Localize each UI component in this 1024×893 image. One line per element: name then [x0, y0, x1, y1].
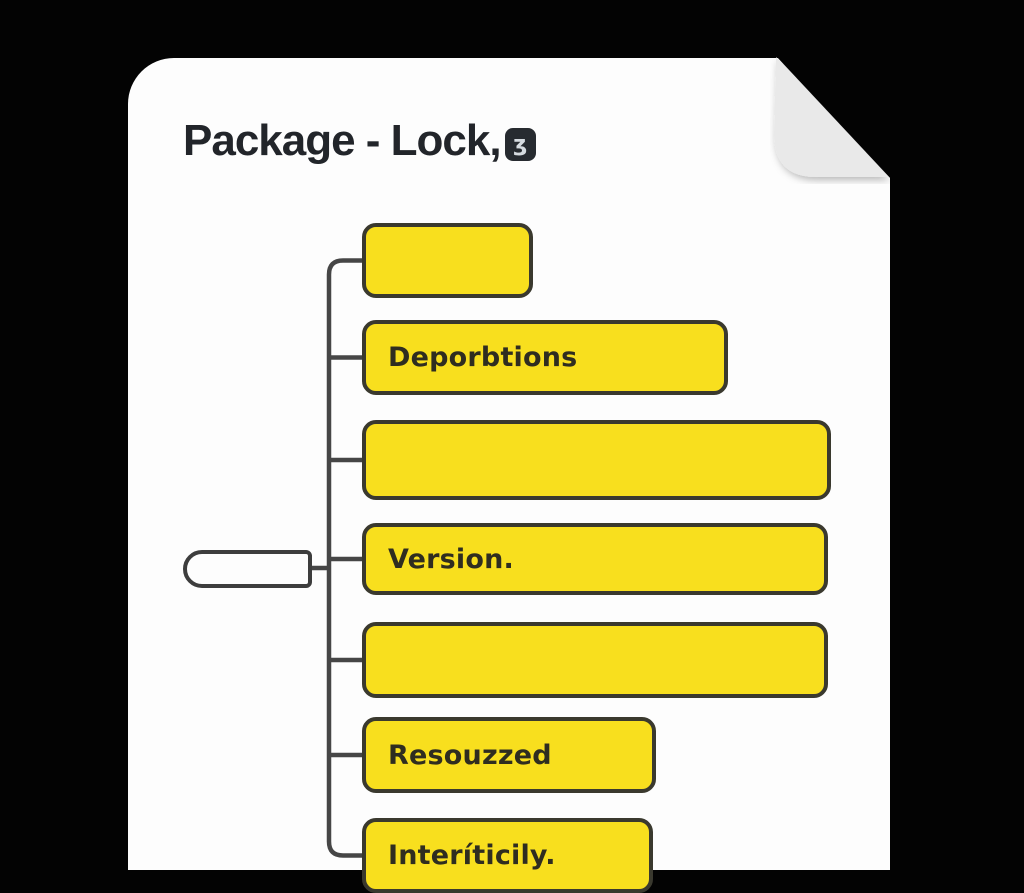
canvas: Package - Lock, ʒ Deporbtions Version. R… [128, 56, 892, 893]
title-row: Package - Lock, ʒ [183, 116, 536, 166]
tree-node-resouzzed: Resouzzed [362, 717, 656, 793]
root-node [183, 550, 312, 588]
fold-flap [774, 57, 888, 177]
page-title: Package - Lock, [183, 116, 502, 165]
tree-node-empty-3 [362, 622, 828, 698]
tree-node-empty-2 [362, 420, 831, 500]
tree-node-deporbtions: Deporbtions [362, 320, 728, 395]
folded-corner [774, 56, 892, 180]
corner-cut [776, 56, 892, 180]
tree-node-interiticily: Interíticily. [362, 818, 653, 893]
lock-badge-icon: ʒ [504, 127, 536, 161]
tree-node-empty-1 [362, 223, 533, 298]
tree-node-version: Version. [362, 523, 828, 595]
